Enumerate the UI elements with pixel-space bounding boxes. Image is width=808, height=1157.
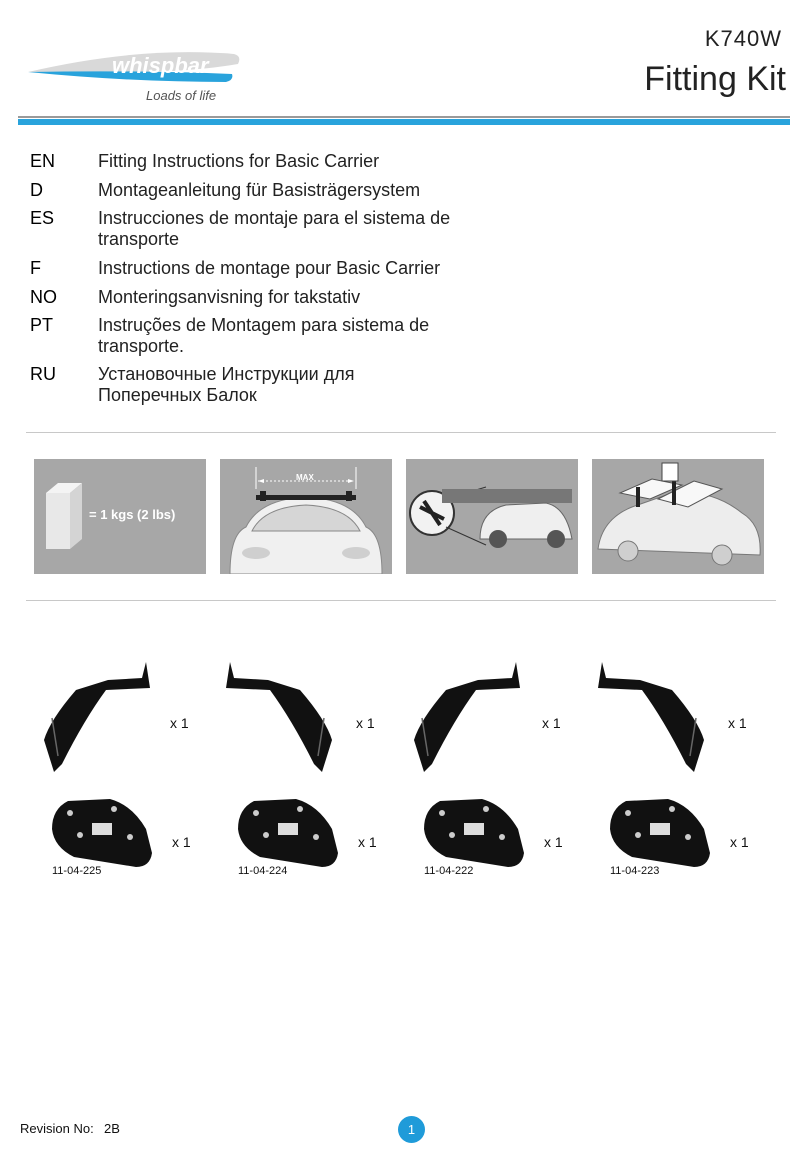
pad-image-225 <box>52 799 152 867</box>
lang-code-no: NO <box>30 287 57 307</box>
pad-qty-225: x 1 <box>172 834 191 850</box>
part-code-225: 11-04-225 <box>52 865 102 877</box>
pad-qty-222: x 1 <box>544 834 563 850</box>
pad-qty-224: x 1 <box>358 834 377 850</box>
weight-panel: = 1 kgs (2 lbs) <box>34 459 206 574</box>
lang-text-ru: Установочные Инструкции для Поперечных Б… <box>98 364 355 405</box>
bracket-image-223 <box>598 662 704 772</box>
logo-wordmark: whispbar <box>112 53 210 78</box>
bracket-image-222 <box>414 662 520 772</box>
part-code-223: 11-04-223 <box>610 865 660 877</box>
lang-text-es: Instrucciones de montaje para el sistema… <box>98 208 451 249</box>
lang-text-f: Instructions de montage pour Basic Carri… <box>98 258 441 278</box>
bracket-qty-223: x 1 <box>728 715 747 731</box>
lang-code-ru: RU <box>30 364 56 384</box>
weight-label: = 1 kgs (2 lbs) <box>89 507 176 522</box>
bracket-qty-222: x 1 <box>542 715 561 731</box>
roof-panel <box>592 459 764 574</box>
torque-tool-icon <box>409 486 573 548</box>
bracket-qty-225: x 1 <box>170 715 189 731</box>
pad-qty-223: x 1 <box>730 834 749 850</box>
pad-image-222 <box>424 799 524 867</box>
torque-panel <box>406 459 578 574</box>
bracket-qty-224: x 1 <box>356 715 375 731</box>
page-number: 1 <box>398 1116 425 1143</box>
lang-code-en: EN <box>30 151 56 171</box>
bracket-image-225 <box>44 662 150 772</box>
pad-image-224 <box>238 799 338 867</box>
lang-text-pt: Instruções de Montagem para sistema de t… <box>98 315 430 356</box>
car-front-icon <box>229 467 383 574</box>
lang-code-pt: PT <box>30 315 54 335</box>
header-rule <box>18 116 790 125</box>
part-code-222: 11-04-222 <box>424 865 474 877</box>
bracket-image-224 <box>226 662 332 772</box>
box-icon <box>46 483 82 549</box>
model-code: K740W <box>704 26 782 51</box>
revision-value: 2B <box>104 1121 120 1136</box>
max-label: MAX <box>296 473 314 482</box>
whispbar-logo: whispbar <box>28 52 240 82</box>
pad-image-223 <box>610 799 710 867</box>
part-code-224: 11-04-224 <box>238 865 288 877</box>
car-roof-icon <box>597 462 761 566</box>
lang-code-es: ES <box>30 208 55 228</box>
lang-code-d: D <box>30 180 43 200</box>
divider-middle <box>26 600 776 601</box>
logo-tagline: Loads of life <box>146 88 217 103</box>
max-panel: MAX <box>220 459 392 574</box>
divider-top <box>26 432 776 433</box>
lang-text-d: Montageanleitung für Basisträgersystem <box>98 180 421 200</box>
page-title: Fitting Kit <box>644 60 786 98</box>
lang-text-no: Monteringsanvisning for takstativ <box>98 287 361 307</box>
lang-text-en: Fitting Instructions for Basic Carrier <box>98 151 380 171</box>
lang-code-f: F <box>30 258 41 278</box>
revision-label: Revision No: <box>20 1121 94 1136</box>
